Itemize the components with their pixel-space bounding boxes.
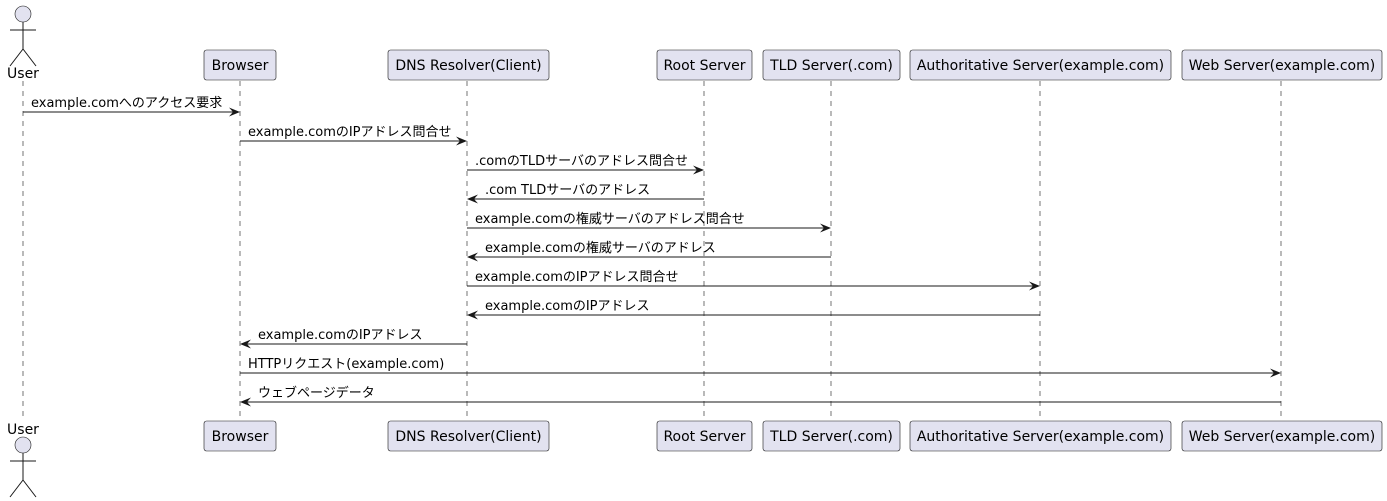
message-8: example.comのIPアドレス xyxy=(467,299,1040,320)
participant-label: DNS Resolver(Client) xyxy=(395,429,541,445)
participant-label: TLD Server(.com) xyxy=(769,429,893,445)
messages: example.comへのアクセス要求 example.comのIPアドレス問合せ… xyxy=(23,96,1281,407)
arrowhead-icon xyxy=(240,339,251,349)
participant-label: Root Server xyxy=(663,429,745,445)
participant-box xyxy=(762,420,901,452)
arrowhead-icon xyxy=(1270,368,1281,378)
message-label: .comのTLDサーバのアドレス問合せ xyxy=(475,154,688,169)
message-11: ウェブページデータ xyxy=(240,385,1281,407)
message-label: HTTPリクエスト(example.com) xyxy=(248,357,444,372)
message-label: .com TLDサーバのアドレス xyxy=(485,183,650,198)
message-2: example.comのIPアドレス問合せ xyxy=(240,125,467,146)
participant-user-top: User xyxy=(7,5,39,82)
arrowhead-icon xyxy=(467,194,478,204)
participant-box xyxy=(909,420,1172,452)
message-label: example.comへのアクセス要求 xyxy=(31,96,222,111)
message-5: example.comの権威サーバのアドレス問合せ xyxy=(467,211,831,233)
message-label: example.comのIPアドレス問合せ xyxy=(248,125,452,140)
participants-top: User Browser DNS Resolver(Client) Root Serv… xyxy=(7,5,1383,82)
message-label: example.comの権威サーバのアドレス問合せ xyxy=(475,211,745,227)
message-label: example.comのIPアドレス xyxy=(485,299,650,314)
participant-label: User xyxy=(7,66,39,82)
participant-resolver-top: DNS Resolver(Client) xyxy=(387,49,550,81)
participant-box xyxy=(387,420,550,452)
message-9: example.comのIPアドレス xyxy=(240,328,467,349)
lifelines xyxy=(22,81,1282,420)
participant-label: User xyxy=(7,422,39,438)
participant-browser-bottom: Browser xyxy=(203,420,277,452)
participant-web-bottom: Web Server(example.com) xyxy=(1181,420,1383,452)
arrowhead-icon xyxy=(693,165,704,175)
participant-root-bottom: Root Server xyxy=(656,420,753,452)
arrowhead-icon xyxy=(240,397,251,407)
participant-box xyxy=(203,49,277,81)
arrowhead-icon xyxy=(456,136,467,146)
participant-web-top: Web Server(example.com) xyxy=(1181,49,1383,81)
message-label: example.comのIPアドレス問合せ xyxy=(475,270,679,285)
participant-root-top: Root Server xyxy=(656,49,753,81)
participant-box xyxy=(762,49,901,81)
message-1: example.comへのアクセス要求 xyxy=(23,96,240,117)
participant-box xyxy=(387,49,550,81)
arrowhead-icon xyxy=(467,252,478,262)
message-4: .com TLDサーバのアドレス xyxy=(467,183,704,204)
participant-label: Authoritative Server(example.com) xyxy=(917,429,1164,445)
arrowhead-icon xyxy=(467,310,478,320)
participant-box xyxy=(1181,49,1383,81)
message-label: example.comのIPアドレス xyxy=(258,328,423,343)
participant-label: Root Server xyxy=(663,58,745,74)
participant-box xyxy=(909,49,1172,81)
participant-label: Browser xyxy=(212,429,269,445)
participant-tld-bottom: TLD Server(.com) xyxy=(762,420,901,452)
arrowhead-icon xyxy=(1029,281,1040,291)
participant-box xyxy=(203,420,277,452)
participant-label: Web Server(example.com) xyxy=(1189,58,1375,74)
participant-user-bottom: User xyxy=(7,422,39,498)
message-7: example.comのIPアドレス問合せ xyxy=(467,270,1040,291)
actor-icon xyxy=(9,5,37,67)
participant-auth-bottom: Authoritative Server(example.com) xyxy=(909,420,1172,452)
arrowhead-icon xyxy=(820,223,831,233)
participants-bottom: User Browser DNS Resolver(Client) Root Serv… xyxy=(7,420,1383,498)
message-10: HTTPリクエスト(example.com) xyxy=(240,357,1281,378)
participant-box xyxy=(656,49,753,81)
message-label: example.comの権威サーバのアドレス xyxy=(485,240,716,256)
participant-label: TLD Server(.com) xyxy=(769,58,893,74)
participant-resolver-bottom: DNS Resolver(Client) xyxy=(387,420,550,452)
participant-label: Browser xyxy=(212,58,269,74)
actor-icon xyxy=(9,436,37,498)
participant-box xyxy=(1181,420,1383,452)
message-label: ウェブページデータ xyxy=(258,385,375,401)
participant-label: Web Server(example.com) xyxy=(1189,429,1375,445)
participant-tld-top: TLD Server(.com) xyxy=(762,49,901,81)
participant-label: DNS Resolver(Client) xyxy=(395,58,541,74)
message-3: .comのTLDサーバのアドレス問合せ xyxy=(467,154,704,175)
participant-browser-top: Browser xyxy=(203,49,277,81)
participant-box xyxy=(656,420,753,452)
arrowhead-icon xyxy=(229,107,240,117)
participant-label: Authoritative Server(example.com) xyxy=(917,58,1164,74)
participant-auth-top: Authoritative Server(example.com) xyxy=(909,49,1172,81)
message-6: example.comの権威サーバのアドレス xyxy=(467,240,831,262)
